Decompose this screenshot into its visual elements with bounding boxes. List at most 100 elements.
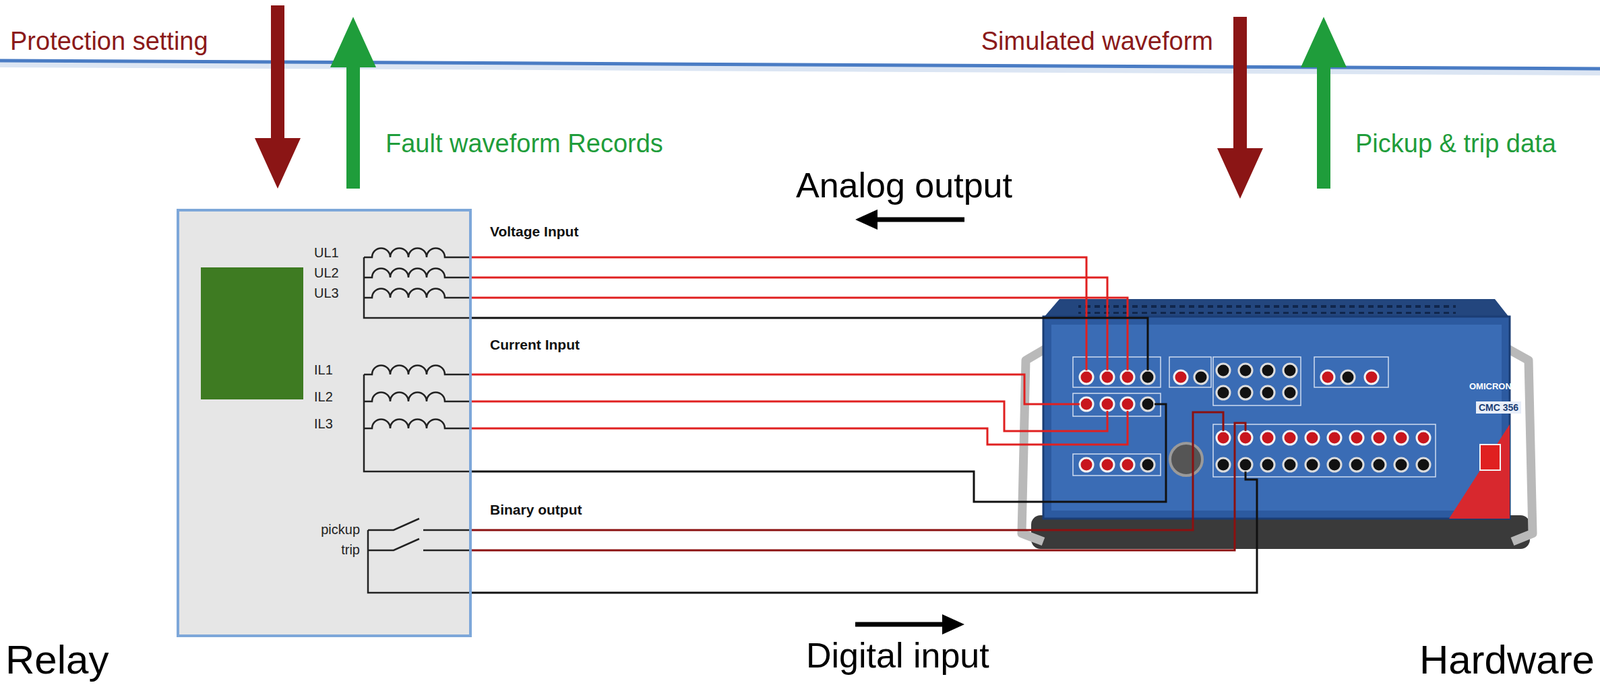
sockets [1079, 363, 1431, 472]
panel-group [1314, 357, 1389, 388]
illustration-detail [1238, 431, 1253, 445]
device-top [1043, 299, 1510, 319]
model-name: CMC 356 [1475, 401, 1522, 414]
illustration-detail [1283, 386, 1297, 400]
direction-arrow-shaft [855, 622, 947, 628]
illustration-detail [1394, 431, 1408, 445]
wire [471, 412, 1224, 531]
illustration-detail [1283, 431, 1297, 445]
wire [471, 401, 1108, 432]
wire [471, 318, 1148, 371]
illustration-detail [1260, 458, 1275, 472]
illustration-detail [1079, 397, 1094, 412]
terminal-name: IL1 [314, 362, 333, 379]
illustration-detail [1216, 431, 1230, 445]
test-set-box: OMICRON CMC 356 [1020, 296, 1541, 552]
coil-symbol [363, 392, 470, 403]
side-label: Relay [5, 640, 109, 681]
divider-rule [0, 60, 1600, 69]
illustration-detail [1260, 363, 1275, 378]
illustration-detail [1283, 363, 1297, 378]
contact-name: pickup [320, 522, 360, 538]
illustration-detail [1372, 458, 1386, 472]
direction-label: Digital input [806, 636, 990, 677]
illustration-detail [1120, 458, 1135, 472]
wire-group-label: Binary output [489, 502, 583, 519]
flow-label: Protection setting [10, 26, 209, 57]
wire [471, 411, 1128, 445]
coil-symbol [363, 419, 470, 430]
illustration-detail [1260, 431, 1275, 445]
terminal-name: IL3 [314, 416, 333, 433]
contact-fixed [423, 529, 470, 532]
illustration-detail [1283, 458, 1297, 472]
divider-line [0, 60, 1600, 72]
illustration-detail [1238, 363, 1253, 378]
illustration-detail [1174, 370, 1188, 385]
down-arrow [1217, 16, 1264, 199]
panel-group [1213, 424, 1436, 478]
wire [471, 404, 1166, 503]
illustration-detail [1216, 458, 1230, 472]
illustration-detail [1327, 431, 1342, 445]
illustration-detail [1216, 386, 1230, 400]
input-coils [363, 248, 470, 473]
illustration-detail [1238, 386, 1253, 400]
combined-socket [1170, 443, 1203, 476]
device-panel [1051, 324, 1502, 511]
illustration-detail [1416, 458, 1431, 472]
side-label: Hardware [1419, 640, 1595, 681]
illustration-detail [1079, 458, 1094, 472]
brand-name: OMICRON [1469, 382, 1512, 393]
flow-label: Fault waveform Records [385, 129, 664, 160]
wire [471, 471, 1257, 594]
illustration-detail [1100, 458, 1115, 472]
terminal-name: IL2 [314, 389, 333, 406]
illustration-detail [1216, 363, 1230, 378]
terminal-name: UL1 [314, 245, 340, 261]
illustration-detail [1194, 370, 1208, 385]
panel-group [1169, 357, 1212, 388]
illustration-detail [1141, 397, 1155, 412]
up-arrow [1300, 16, 1347, 189]
neutral-bus [363, 374, 470, 472]
wire [471, 297, 1128, 371]
wire [471, 374, 1080, 405]
device-stand [1031, 515, 1530, 550]
contact-blade [367, 539, 420, 551]
coil-symbol [363, 248, 470, 259]
wire [471, 277, 1108, 371]
illustration-detail [1341, 370, 1355, 385]
illustration-detail [1260, 386, 1275, 400]
contact-fixed [423, 549, 470, 552]
direction-arrow-head [855, 209, 878, 230]
device-red-corner [1449, 424, 1510, 519]
illustration-detail [1079, 370, 1094, 385]
coil-symbol [363, 268, 470, 279]
wire [471, 257, 1087, 371]
wire-group-label: Voltage Input [489, 223, 579, 240]
direction-label: Analog output [795, 165, 1013, 207]
panel-group [1213, 357, 1301, 406]
flow-label: Pickup & trip data [1355, 129, 1557, 160]
power-switch [1480, 444, 1501, 471]
illustration-detail [1364, 370, 1379, 385]
neutral-bus [363, 257, 470, 319]
device-front [1043, 316, 1510, 519]
illustration-detail [1141, 370, 1155, 385]
illustration-detail [1349, 458, 1364, 472]
illustration-detail [1238, 458, 1253, 472]
test-set-illustration [1021, 299, 1533, 550]
contact-name: trip [341, 542, 360, 559]
relay-display [200, 267, 304, 400]
terminal-name: UL2 [314, 265, 340, 282]
illustration-detail [1141, 458, 1155, 472]
coil-symbol [363, 365, 470, 376]
direction-arrow-shaft [873, 217, 965, 223]
illustration-detail [1100, 397, 1115, 412]
coil-symbol [363, 289, 470, 299]
illustration-detail [1327, 458, 1342, 472]
output-contacts [367, 518, 470, 594]
illustration-detail [1416, 431, 1431, 445]
